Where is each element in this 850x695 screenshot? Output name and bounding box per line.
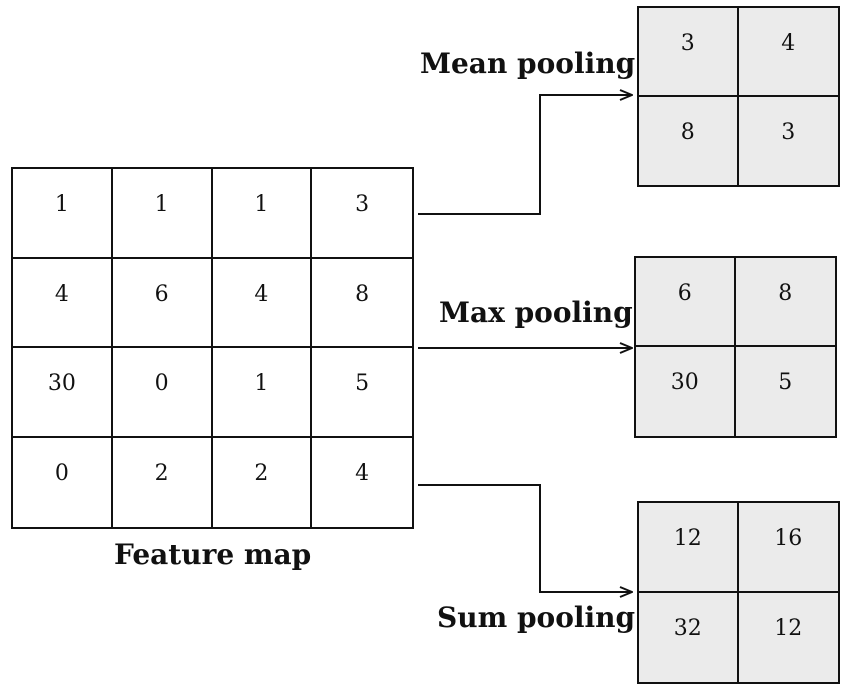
feature-cell: 1 <box>212 348 313 438</box>
mean-pooling-label: Mean pooling <box>420 47 636 80</box>
max-pooling-cell: 6 <box>636 258 736 347</box>
feature-cell: 2 <box>113 437 213 527</box>
mean-pooling-grid: 3 4 8 3 <box>637 6 840 187</box>
sum-pooling-grid: 12 16 32 12 <box>637 501 840 684</box>
feature-cell: 8 <box>312 259 412 348</box>
feature-cell: 0 <box>13 437 113 527</box>
feature-cell: 4 <box>13 258 113 348</box>
sum-pooling-label: Sum pooling <box>437 601 636 634</box>
feature-cell: 3 <box>312 169 412 259</box>
feature-cell: 1 <box>112 169 213 259</box>
sum-pooling-cell: 32 <box>639 592 739 682</box>
max-pooling-cell: 5 <box>778 370 793 395</box>
feature-cell: 30 <box>13 348 113 438</box>
mean-pooling-cell: 3 <box>781 119 796 145</box>
feature-cell: 1 <box>13 169 113 259</box>
sum-pooling-arrow <box>418 484 632 592</box>
feature-map-label: Feature map <box>114 538 312 571</box>
mean-pooling-cell: 4 <box>738 8 838 97</box>
feature-cell: 4 <box>355 460 370 486</box>
sum-pooling-cell: 12 <box>774 615 803 641</box>
feature-cell: 6 <box>112 258 213 348</box>
feature-cell: 1 <box>212 169 313 259</box>
mean-pooling-cell: 3 <box>639 8 739 97</box>
feature-cell: 2 <box>213 437 313 527</box>
feature-cell: 5 <box>312 348 412 438</box>
mean-pooling-arrow <box>418 95 632 215</box>
max-pooling-grid: 6 8 30 5 <box>634 256 837 438</box>
sum-pooling-cell: 12 <box>639 503 739 593</box>
max-pooling-cell: 8 <box>735 258 835 347</box>
feature-cell: 0 <box>112 348 213 438</box>
max-pooling-cell: 30 <box>636 347 736 436</box>
sum-pooling-cell: 16 <box>738 503 838 593</box>
max-pooling-label: Max pooling <box>439 296 633 329</box>
feature-cell: 4 <box>212 258 313 348</box>
feature-map-grid: 1 1 1 3 4 6 4 8 30 0 1 5 0 2 2 4 <box>11 167 414 529</box>
mean-pooling-cell: 8 <box>639 96 739 185</box>
